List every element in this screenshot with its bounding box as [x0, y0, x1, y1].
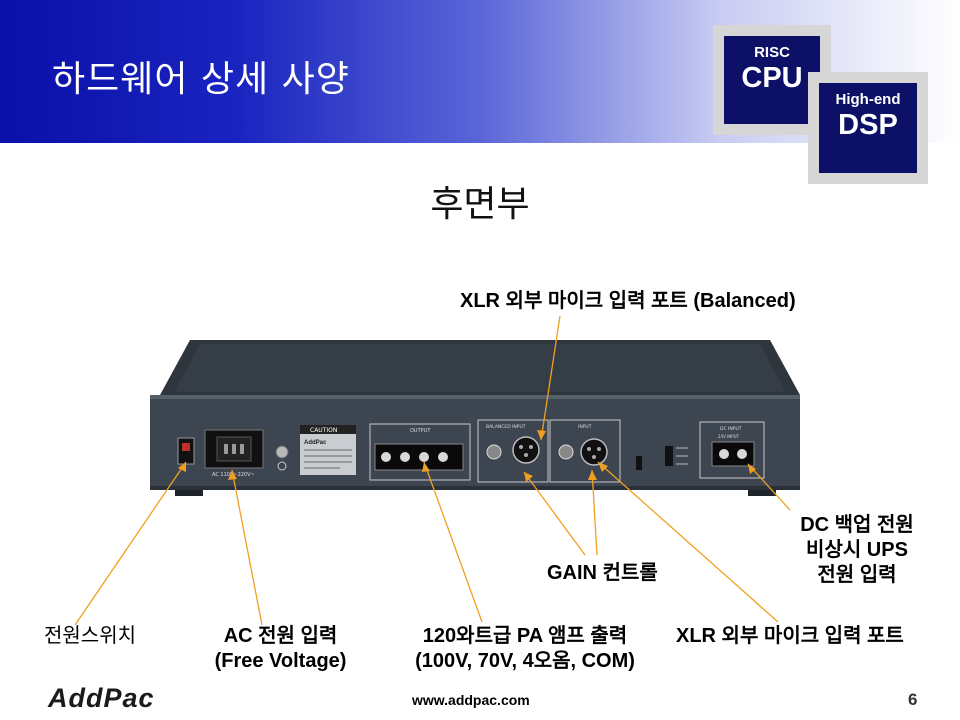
- section-subtitle: 후면부: [430, 184, 530, 225]
- input-label: INPUT: [578, 424, 592, 430]
- callout-power-switch: 전원스위치: [44, 625, 136, 647]
- leader-xlr-bottom: [597, 461, 779, 623]
- leader-pa-amp: [423, 461, 483, 623]
- dc-terminal-block: [711, 441, 755, 467]
- footer-logo: AddPac: [48, 683, 155, 713]
- leader-dc-backup: [747, 463, 791, 511]
- ac-input-line-2: (Free Voltage): [214, 650, 347, 672]
- gain-knob-left: [486, 444, 502, 460]
- leader-arrowheads: [178, 430, 756, 482]
- dc-input-section: [699, 421, 765, 479]
- ac-input-line-1: AC 전원 입력: [223, 625, 338, 647]
- highend-dsp-badge: High-end DSP: [808, 72, 928, 184]
- brand-sticker-label: AddPac: [304, 440, 327, 446]
- pa-amp-line-2: (100V, 70V, 4오옴, COM): [415, 650, 635, 672]
- output-label: OUTPUT: [410, 428, 431, 434]
- callout-gain-control: GAIN 컨트롤: [547, 562, 658, 584]
- leader-gain-left: [523, 471, 586, 556]
- page-number: 6: [908, 690, 918, 709]
- callout-xlr-bottom: XLR 외부 마이크 입력 포트: [676, 625, 904, 647]
- xlr-jack-left: [512, 436, 540, 464]
- dc-backup-line-3: 전원 입력: [817, 564, 897, 586]
- callout-xlr-balanced: XLR 외부 마이크 입력 포트 (Balanced): [460, 290, 796, 312]
- balanced-input-label: BALANCED INPUT: [486, 424, 526, 430]
- caution-label: CAUTION: [310, 427, 337, 434]
- dip-switch: [636, 456, 642, 470]
- balanced-input-section: [477, 419, 549, 483]
- dc-input-label: DC INPUT: [720, 426, 742, 432]
- output-section: [369, 423, 471, 481]
- dc-backup-line-1: DC 백업 전원: [800, 514, 914, 536]
- input-section: [549, 419, 621, 483]
- dsp-badge-big: DSP: [838, 109, 898, 141]
- leader-power-switch: [74, 461, 187, 626]
- leader-xlr-top: [540, 315, 561, 441]
- slide-title: 하드웨어 상세 사양: [52, 59, 350, 100]
- leader-ac-input: [231, 469, 263, 626]
- dc-sub-label: 24V INPUT: [718, 434, 740, 439]
- callout-ac-input: AC 전원 입력 (Free Voltage): [193, 624, 368, 674]
- leader-gain-right: [591, 469, 598, 556]
- cpu-badge-big: CPU: [741, 62, 803, 94]
- footer-url[interactable]: www.addpac.com: [412, 692, 530, 708]
- callout-dc-backup: DC 백업 전원 비상시 UPS 전원 입력: [782, 513, 932, 588]
- dc-backup-line-2: 비상시 UPS: [806, 539, 908, 561]
- callout-pa-amp: 120와트급 PA 앰프 출력 (100V, 70V, 4오옴, COM): [382, 624, 668, 674]
- gain-knob-right: [558, 444, 574, 460]
- dsp-badge-small: High-end: [835, 91, 901, 108]
- leader-lines: [74, 315, 791, 626]
- ground-screw: [275, 445, 289, 459]
- pa-amp-line-1: 120와트급 PA 앰프 출력: [422, 625, 628, 647]
- cpu-badge-small: RISC: [754, 44, 790, 61]
- xlr-jack-right: [580, 438, 608, 466]
